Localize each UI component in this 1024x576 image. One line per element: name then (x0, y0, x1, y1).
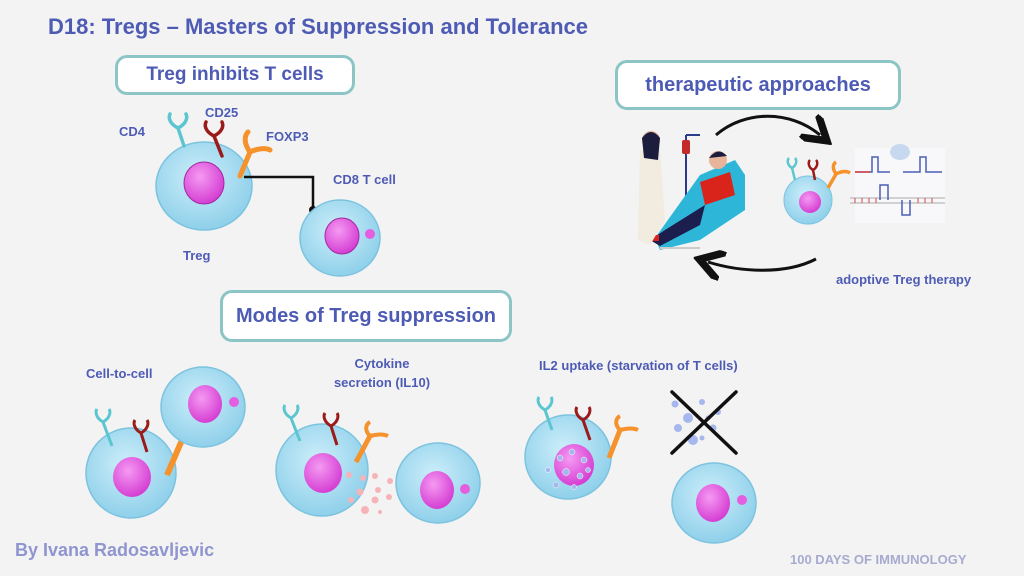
label-treg: Treg (183, 248, 211, 263)
series-label: 100 DAYS OF IMMUNOLOGY (790, 552, 967, 567)
blocked-cross-icon (670, 390, 738, 455)
label-cd4: CD4 (119, 124, 146, 139)
therapy-caption: adoptive Treg therapy (836, 272, 972, 287)
mode1-target-cell (160, 366, 246, 448)
inhibition-line (244, 175, 315, 210)
mode2-treg-cell (275, 404, 389, 517)
cd8-t-cell (299, 199, 381, 277)
mode-label-cytokine-line1: Cytokine (354, 356, 410, 371)
section-heading-therapy: therapeutic approaches (615, 60, 901, 110)
mode-label-cytokine-line2: secretion (IL10) (333, 375, 431, 390)
treg-cell (155, 141, 253, 231)
mode3-treg-cell (524, 396, 639, 500)
il10-cytokines-icon (346, 472, 393, 514)
gene-editing-icon (850, 144, 945, 223)
engineered-treg-cell (783, 157, 851, 225)
cd25-receptor-icon (203, 120, 225, 158)
section-heading-modes: Modes of Treg suppression (220, 290, 512, 342)
section-heading-inhibits: Treg inhibits T cells (115, 55, 355, 95)
author-credit: By Ivana Radosavljevic (15, 540, 215, 560)
mode-label-cell-to-cell: Cell-to-cell (86, 366, 153, 381)
mode2-target-cell (395, 442, 481, 524)
patient-infusion-illustration (638, 131, 745, 250)
cd4-receptor-icon (167, 112, 189, 148)
label-foxp3: FOXP3 (266, 129, 309, 144)
label-cd25: CD25 (205, 105, 239, 120)
cycle-arrow-top (715, 116, 820, 135)
label-cd8-t-cell: CD8 T cell (333, 172, 396, 187)
foxp3-receptor-icon (237, 129, 273, 179)
mode-label-cytokine: Cytokine secretion (IL10) (322, 354, 442, 392)
cycle-arrow-bottom (708, 259, 817, 270)
mode3-target-cell (671, 462, 757, 544)
mode-label-il2-uptake: IL2 uptake (starvation of T cells) (539, 358, 738, 373)
page-title: D18: Tregs – Masters of Suppression and … (48, 14, 588, 39)
il2-molecules-icon (671, 399, 721, 445)
